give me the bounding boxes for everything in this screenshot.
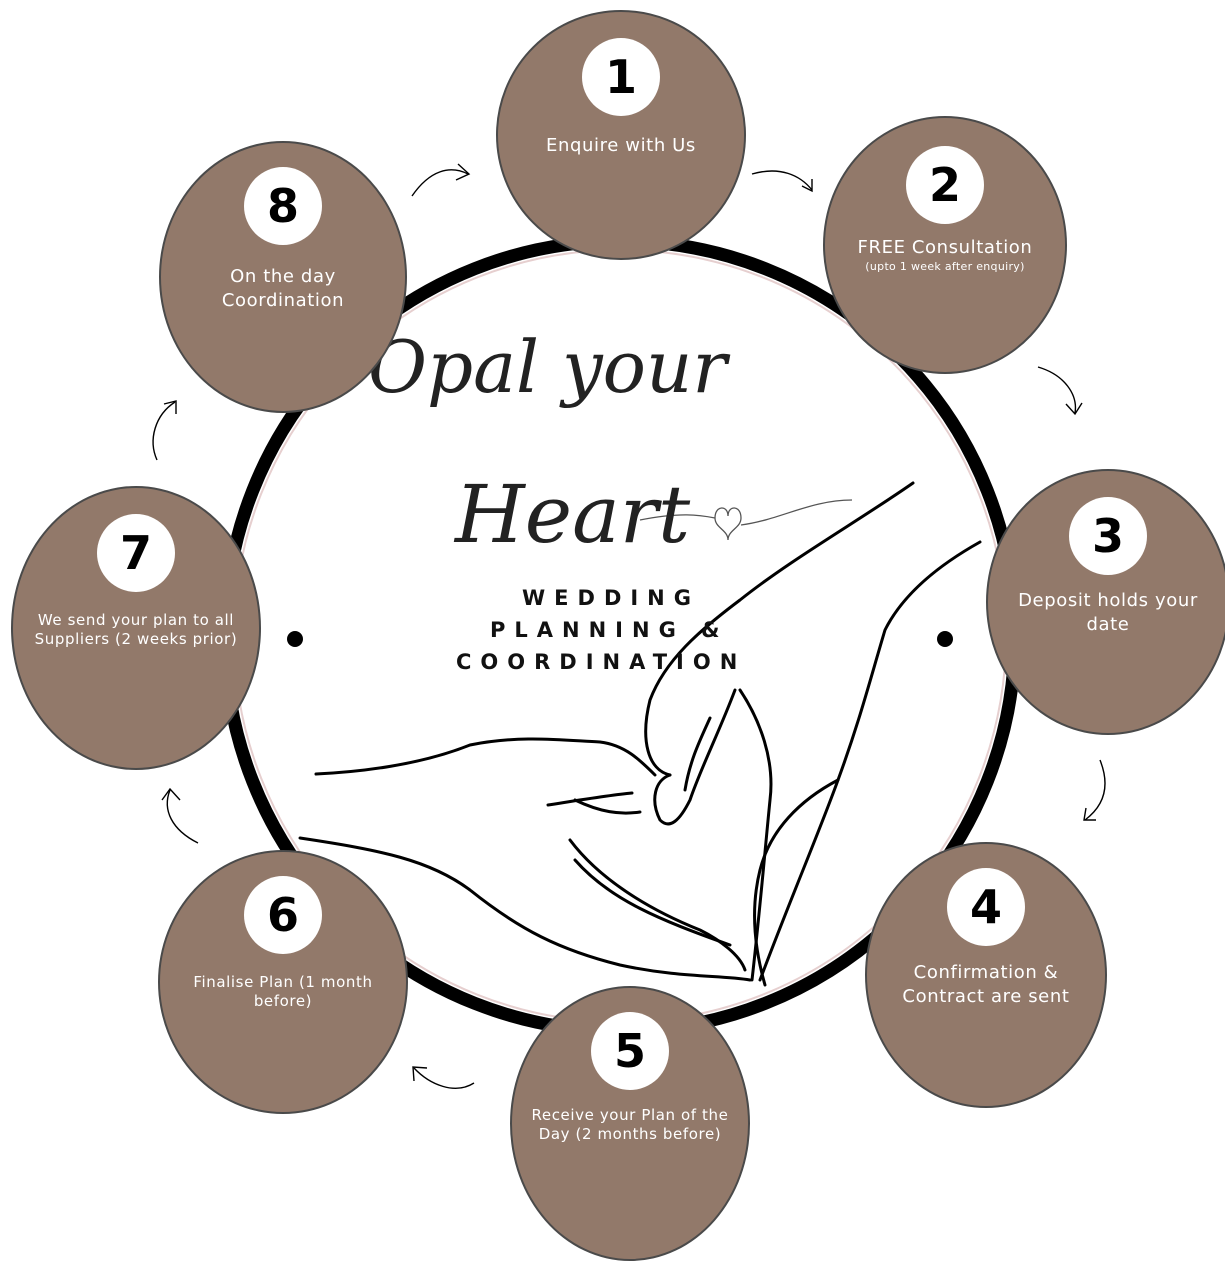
ring-dot-left — [287, 631, 303, 647]
step-number: 6 — [244, 876, 322, 954]
step-label: Enquire with Us — [518, 134, 725, 158]
step-4-circle: 4 Confirmation & Contract are sent — [865, 842, 1107, 1108]
step-1-circle: 1 Enquire with Us — [496, 10, 746, 260]
step-number: 3 — [1069, 497, 1147, 575]
ring-dot-right — [937, 631, 953, 647]
step-label-group: FREE Consultation (upto 1 week after enq… — [844, 236, 1046, 274]
logo-script-line1: Opal your — [368, 322, 727, 412]
step-label: We send your plan to all Suppliers (2 we… — [33, 611, 240, 649]
step-label: Finalise Plan (1 month before) — [180, 973, 387, 1011]
step-8-circle: 8 On the day Coordination — [159, 141, 407, 413]
step-number: 5 — [591, 1012, 669, 1090]
step-number: 7 — [97, 514, 175, 592]
logo-script-line2: Heart — [455, 470, 690, 560]
logo-tagline-line2: PLANNING & — [490, 618, 728, 642]
step-label: Confirmation & Contract are sent — [886, 961, 1086, 1009]
step-number: 1 — [582, 38, 660, 116]
step-label: Receive your Plan of the Day (2 months b… — [531, 1106, 729, 1144]
step-number: 4 — [947, 868, 1025, 946]
step-label: FREE Consultation — [844, 236, 1046, 260]
step-3-circle: 3 Deposit holds your date — [986, 469, 1225, 735]
step-label: On the day Coordination — [181, 265, 386, 313]
step-2-circle: 2 FREE Consultation (upto 1 week after e… — [823, 116, 1067, 374]
logo-tagline-line1: WEDDING — [522, 586, 700, 610]
step-label: Deposit holds your date — [1007, 589, 1209, 637]
step-7-circle: 7 We send your plan to all Suppliers (2 … — [11, 486, 261, 770]
step-number: 8 — [244, 167, 322, 245]
step-number: 2 — [906, 146, 984, 224]
logo-tagline-line3: COORDINATION — [456, 650, 746, 674]
step-5-circle: 5 Receive your Plan of the Day (2 months… — [510, 986, 750, 1261]
step-sublabel: (upto 1 week after enquiry) — [844, 260, 1046, 274]
step-6-circle: 6 Finalise Plan (1 month before) — [158, 850, 408, 1114]
